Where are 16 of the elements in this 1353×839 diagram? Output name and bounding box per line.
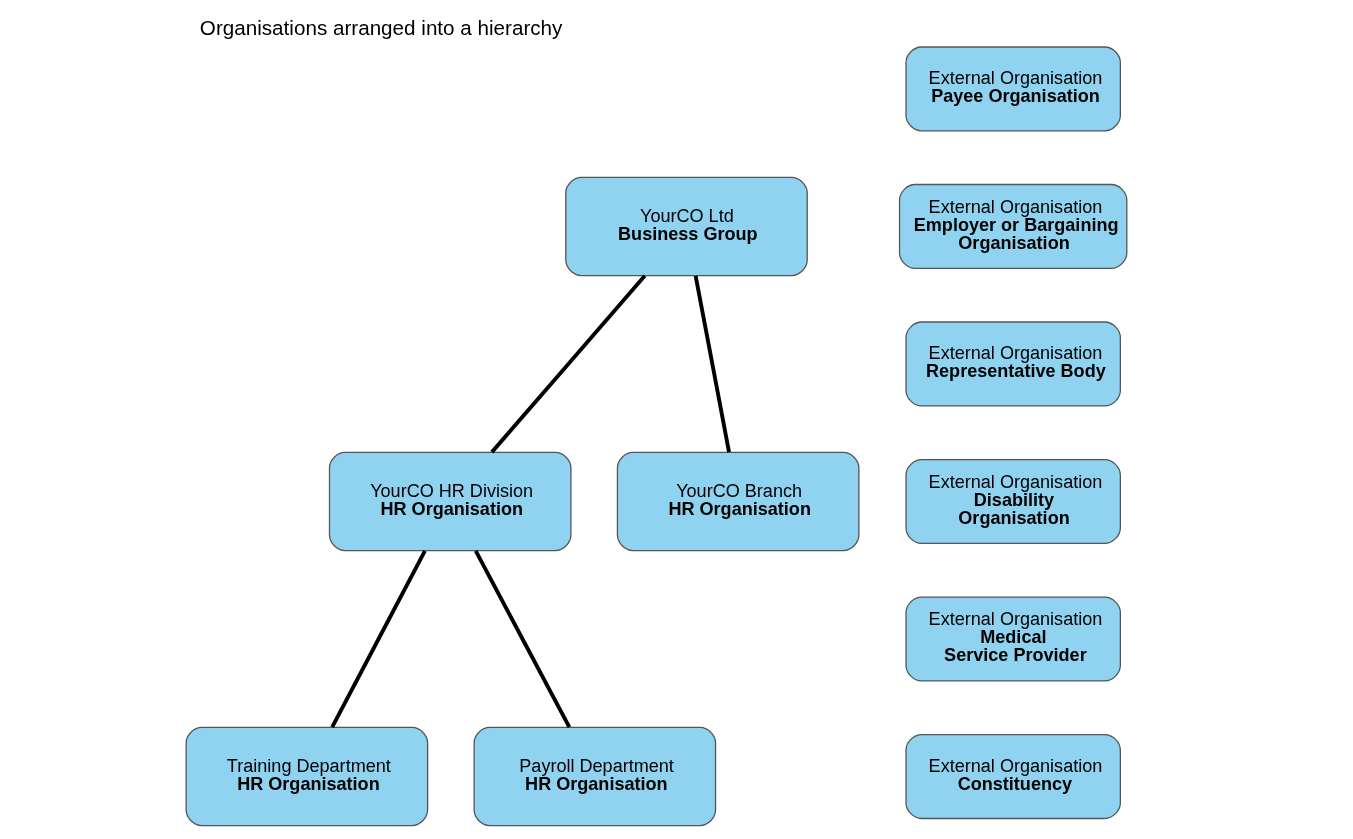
node-box: External Organisation Constituency [905,733,1121,820]
node-box: Training Department HR Organisation [185,726,429,827]
node-box: External Organisation Payee Organisation [905,46,1121,132]
node-box: YourCO Ltd Business Group [565,176,808,277]
connector [490,274,647,454]
node-box: YourCO HR Division HR Organisation [328,451,572,552]
node-box: External Organisation Disability Organisation [905,458,1121,545]
node-box: External Organisation Representative Body [905,321,1121,407]
diagram-title: Organisations arranged into a hierarchy [199,16,563,40]
node-box: YourCO Branch HR Organisation [616,451,860,552]
node-box: External Organisation Employer or Bargaining Organisation [898,183,1128,270]
connector [330,549,427,729]
connector [474,549,572,729]
node-box: External Organisation Medical Service Provider [905,596,1121,682]
connector [693,275,731,453]
node-box: Payroll Department HR Organisation [473,726,717,827]
